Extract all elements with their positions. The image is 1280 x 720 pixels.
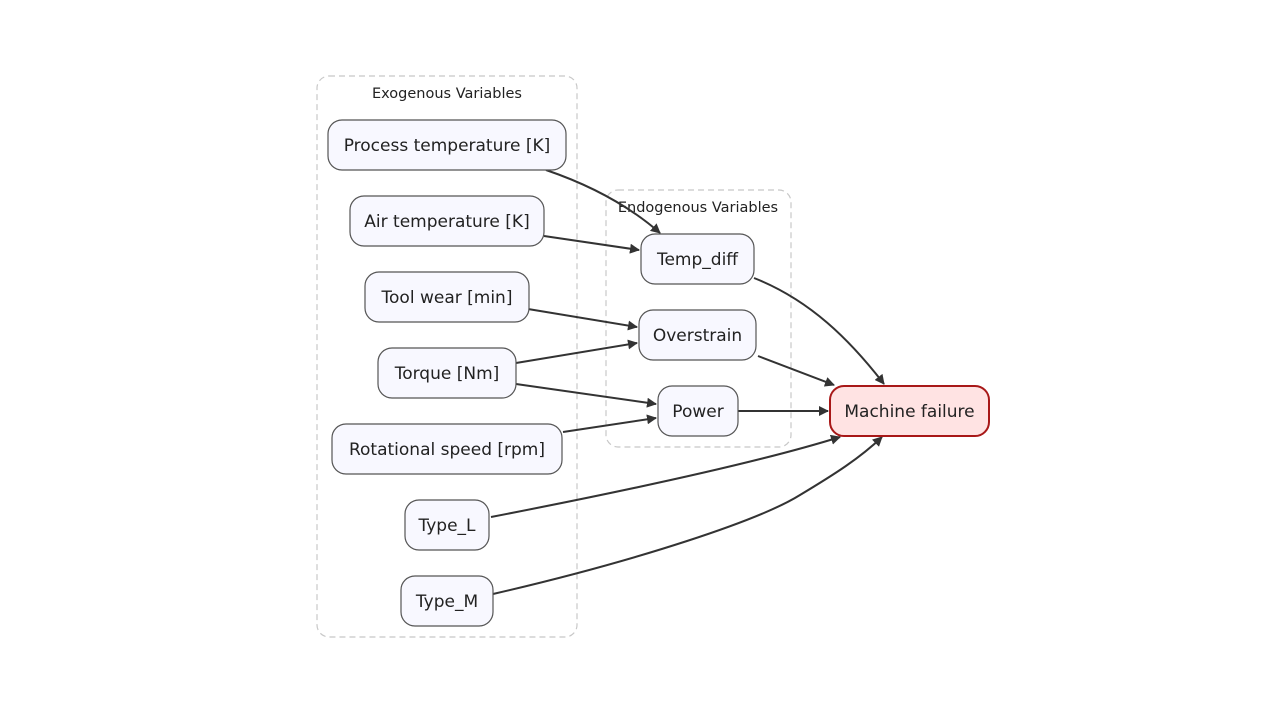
- node-label: Air temperature [K]: [364, 212, 529, 232]
- node-torque: Torque [Nm]: [377, 347, 517, 399]
- node-process-temperature: Process temperature [K]: [327, 119, 567, 171]
- edge-tool-wear-to-overstrain: [527, 308, 638, 331]
- endogenous-cluster: Endogenous Variables: [605, 189, 792, 448]
- edge-type-l-to-machine-failure: [490, 434, 841, 518]
- node-label: Rotational speed [rpm]: [349, 440, 545, 460]
- edge-torque-to-power: [515, 383, 657, 408]
- node-power: Power: [657, 385, 739, 437]
- node-label: Power: [672, 402, 723, 422]
- node-label: Type_L: [417, 516, 476, 536]
- node-label: Torque [Nm]: [394, 364, 500, 384]
- endogenous-cluster-label: Endogenous Variables: [618, 200, 778, 216]
- node-machine-failure: Machine failure: [829, 385, 990, 437]
- exogenous-cluster-label: Exogenous Variables: [372, 86, 522, 102]
- node-label: Tool wear [min]: [381, 288, 513, 308]
- exogenous-cluster: Exogenous Variables: [316, 75, 578, 638]
- node-air-temperature: Air temperature [K]: [349, 195, 545, 247]
- node-temp-diff: Temp_diff: [640, 233, 755, 285]
- edges: [490, 169, 885, 595]
- node-label: Temp_diff: [656, 250, 739, 270]
- edge-rot-speed-to-power: [562, 414, 657, 433]
- edge-overstrain-to-machine-failure: [757, 355, 835, 387]
- edge-torque-to-overstrain: [515, 339, 638, 364]
- node-type-m: Type_M: [400, 575, 494, 627]
- node-rotational-speed: Rotational speed [rpm]: [331, 423, 563, 475]
- node-label: Process temperature [K]: [344, 136, 551, 156]
- edge-process-temp-to-temp-diff: [545, 169, 661, 234]
- node-tool-wear: Tool wear [min]: [364, 271, 530, 323]
- node-overstrain: Overstrain: [638, 309, 757, 361]
- edge-air-temp-to-temp-diff: [543, 235, 640, 254]
- node-label: Overstrain: [653, 326, 742, 346]
- node-label: Type_M: [415, 592, 478, 612]
- node-label: Machine failure: [844, 402, 974, 422]
- node-type-l: Type_L: [404, 499, 490, 551]
- edge-type-m-to-machine-failure: [492, 436, 883, 595]
- edge-temp-diff-to-machine-failure: [753, 277, 885, 385]
